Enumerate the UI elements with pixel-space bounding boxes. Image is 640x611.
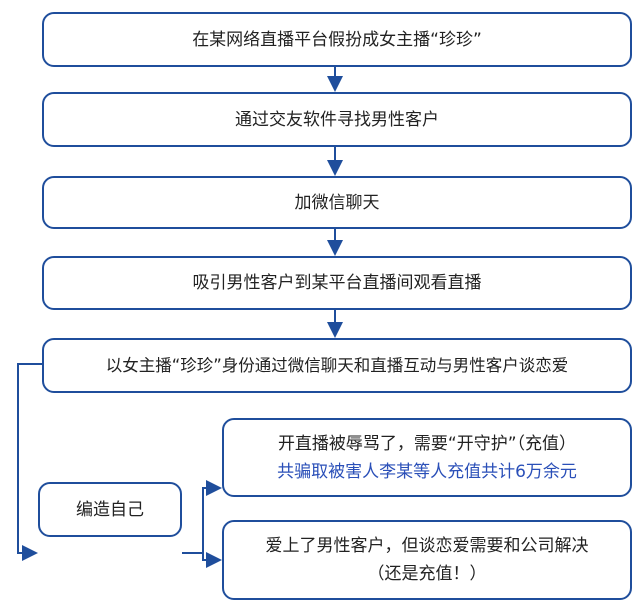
step-1-box: 在某网络直播平台假扮成女主播“珍珍” (42, 12, 632, 67)
fabricate-text: 编造自己 (76, 499, 144, 520)
step-2-text: 通过交友软件寻找男性客户 (235, 109, 439, 130)
step-5-box: 以女主播“珍珍”身份通过微信聊天和直播互动与男性客户谈恋爱 (42, 338, 632, 393)
arrow-5 (17, 363, 42, 561)
step-4-box: 吸引男性客户到某平台直播间观看直播 (42, 256, 632, 310)
branch-1-line-1: 开直播被辱骂了，需要“开守护”（充值） (277, 433, 577, 454)
step-5-text: 以女主播“珍珍”身份通过微信聊天和直播互动与男性客户谈恋爱 (105, 355, 569, 375)
branch-2-line-1: 爱上了男性客户，但谈恋爱需要和公司解决 (265, 536, 589, 556)
branch-2-box: 爱上了男性客户，但谈恋爱需要和公司解决 （还是充值！） (222, 520, 632, 600)
step-3-text: 加微信聊天 (294, 192, 380, 213)
arrow-branch-2 (202, 552, 222, 568)
step-1-text: 在某网络直播平台假扮成女主播“珍珍” (192, 29, 482, 50)
step-2-box: 通过交友软件寻找男性客户 (42, 92, 632, 147)
fabricate-box: 编造自己 (38, 482, 182, 537)
step-3-box: 加微信聊天 (42, 176, 632, 229)
branch-2-line-2: （还是充值！） (367, 564, 487, 584)
branch-1-line-2: 共骗取被害人李某等人充值共计6万余元 (277, 461, 577, 482)
arrow-branch-1 (202, 480, 222, 560)
step-4-text: 吸引男性客户到某平台直播间观看直播 (192, 273, 482, 293)
branch-1-box: 开直播被辱骂了，需要“开守护”（充值） 共骗取被害人李某等人充值共计6万余元 (222, 418, 632, 497)
